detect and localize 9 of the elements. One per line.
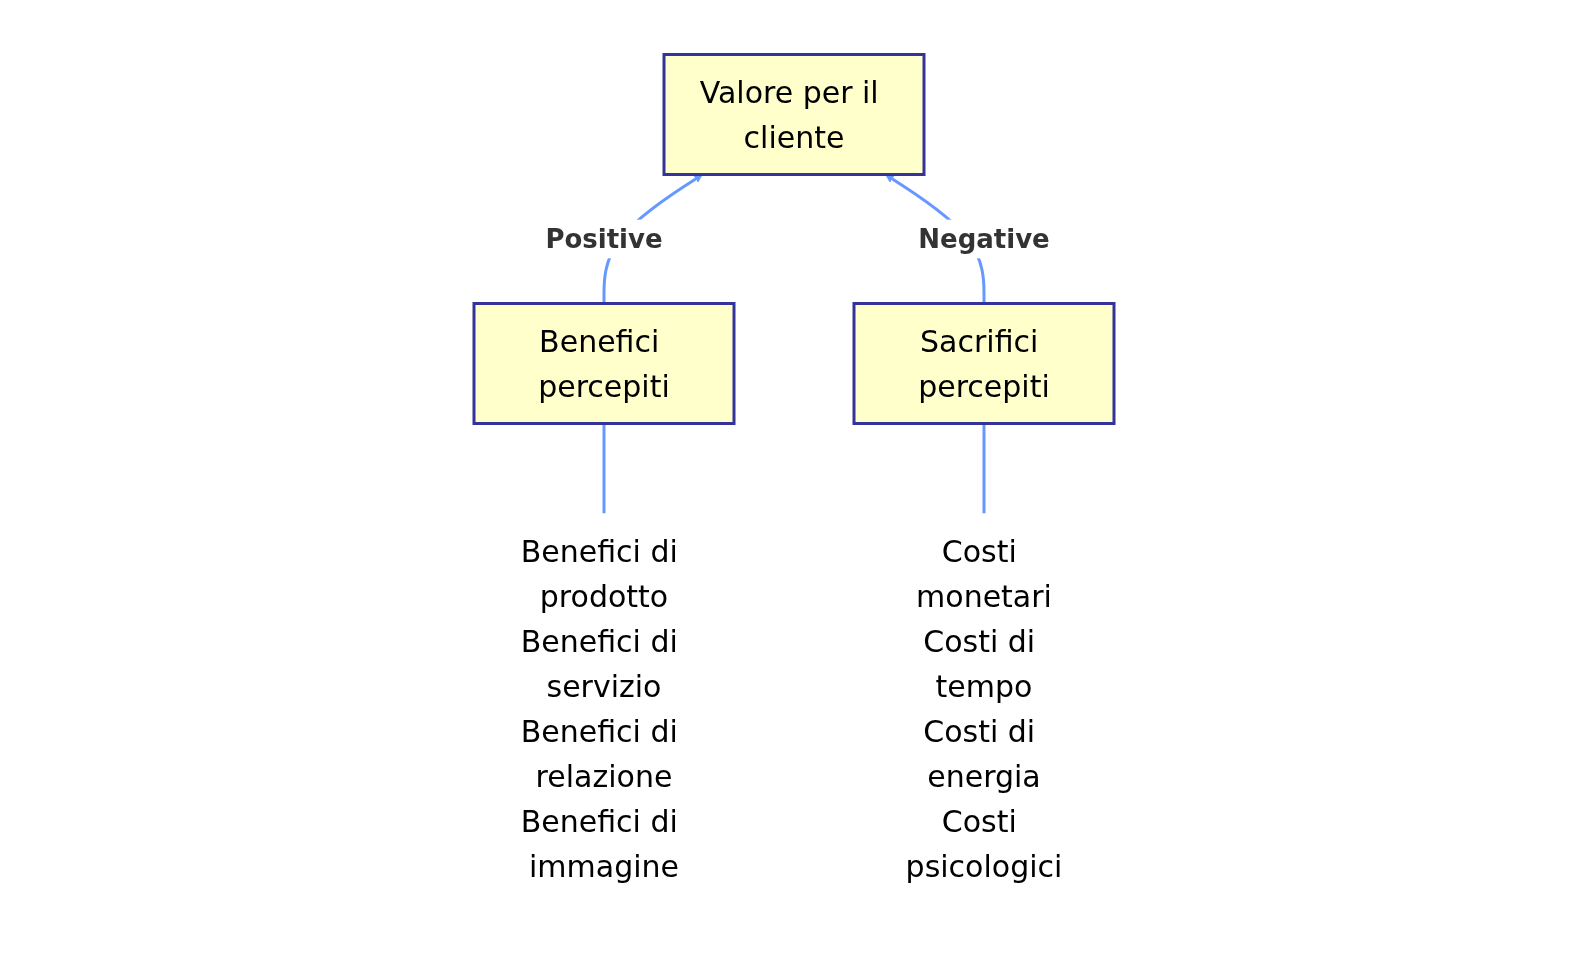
edge-label: Negative xyxy=(918,223,1050,253)
edge-label: Positive xyxy=(545,223,663,253)
node-text: Benefici di prodotto Benefici di servizio Benefici di relazione Benefici di immagine xyxy=(520,533,679,883)
connector xyxy=(982,423,986,513)
connector xyxy=(602,423,606,513)
node-box: Benefici percepiti xyxy=(472,301,736,425)
node-text: Costi monetari Costi di tempo Costi di energia Costi psicologici xyxy=(905,533,1063,883)
node-box: Sacrifici percepiti xyxy=(852,301,1116,425)
node-box: Valore per il cliente xyxy=(662,52,926,176)
